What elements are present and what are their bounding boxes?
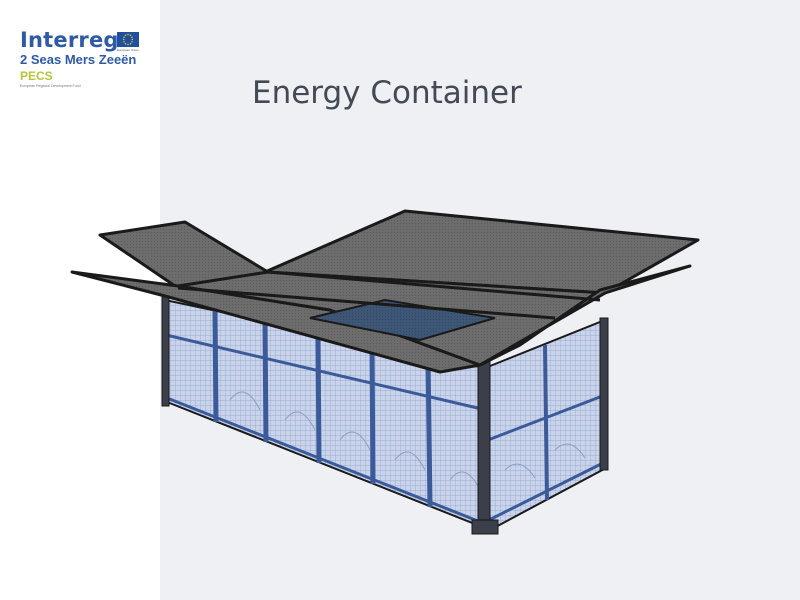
interreg-logo: Interreg Euro [18,28,148,94]
energy-container-illustration [70,209,700,535]
logo-project-text: PECS [20,69,53,83]
slide-title: Energy Container [252,75,522,111]
container-side-short [483,318,608,532]
logo-brand-text: Interreg [20,28,119,52]
roof-window [309,298,496,342]
logo-program-text: 2 Seas Mers Zeeën [20,52,137,67]
eu-flag-caption: European Union [117,48,139,52]
sidebar-panel: Interreg Euro [0,0,160,600]
container-corner-posts [161,295,609,535]
eu-flag-icon [117,32,139,47]
roof-seams [177,270,601,320]
logo-tagline-text: European Regional Development Fund [20,84,81,88]
